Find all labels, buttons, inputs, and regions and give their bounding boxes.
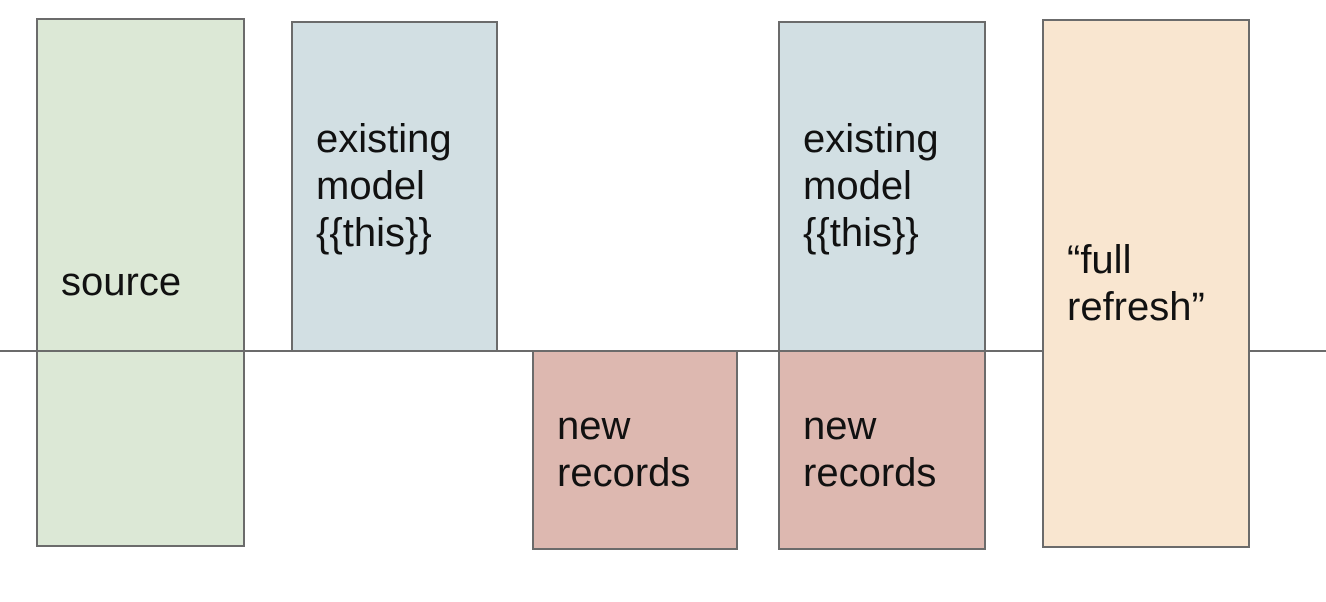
box-existing-model-2: existing model {{this}}: [778, 21, 986, 352]
box-existing-model-1-label: existing model {{this}}: [316, 117, 452, 255]
box-source: source: [36, 18, 245, 547]
box-new-records-2: new records: [778, 350, 986, 550]
box-full-refresh-label: “full refresh”: [1067, 237, 1205, 329]
box-existing-model-2-label: existing model {{this}}: [803, 117, 939, 255]
box-new-records-1: new records: [532, 350, 738, 550]
box-new-records-1-label: new records: [557, 404, 691, 495]
box-existing-model-1: existing model {{this}}: [291, 21, 498, 352]
box-new-records-2-label: new records: [803, 404, 937, 495]
box-full-refresh: “full refresh”: [1042, 19, 1250, 548]
box-source-label: source: [61, 260, 182, 304]
